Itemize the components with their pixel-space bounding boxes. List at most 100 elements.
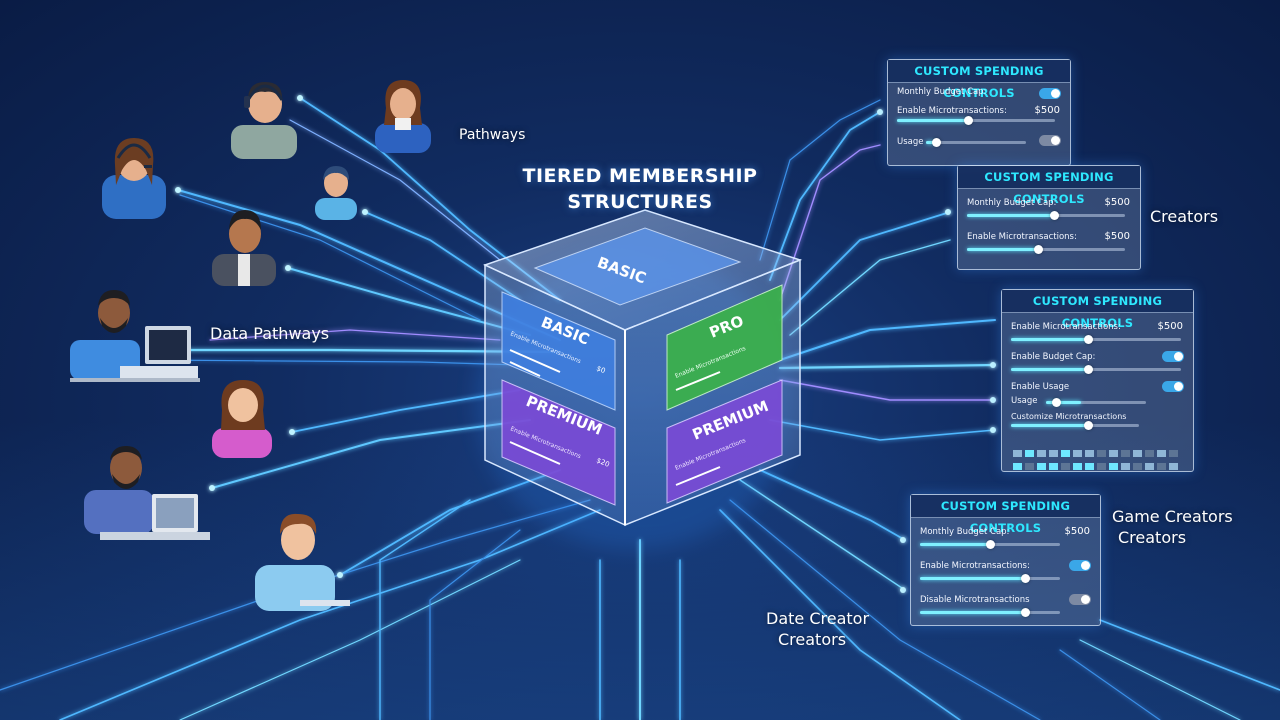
label-date-creator: Date Creator — [766, 609, 870, 628]
slider-fill — [920, 543, 990, 546]
trace-line — [779, 379, 996, 401]
microtransactions-slider[interactable] — [967, 245, 1125, 254]
label-game-creators: Game Creators — [1112, 507, 1233, 526]
node-dot — [175, 187, 181, 193]
usage-grid-row — [1013, 444, 1181, 457]
card-basic — [501, 291, 616, 411]
node-dot — [289, 429, 295, 435]
slider-knob[interactable] — [1034, 245, 1044, 254]
slider-knob[interactable] — [986, 540, 995, 549]
title-line-2: STRUCTURES — [567, 191, 713, 213]
label-game-creators-2: Creators — [1118, 528, 1187, 547]
microtransactions-slider[interactable] — [897, 116, 1055, 125]
grid-cell — [1049, 450, 1058, 457]
grid-cell — [1037, 463, 1046, 470]
node-dot — [900, 537, 906, 543]
person-woman-pink-icon — [212, 380, 272, 458]
usage-toggle[interactable] — [1162, 381, 1184, 392]
control-label: Disable Microtransactions — [920, 595, 1030, 605]
microtransactions-slider[interactable] — [920, 574, 1060, 583]
slider-knob[interactable] — [1021, 608, 1030, 617]
usage-slider[interactable] — [926, 138, 1026, 147]
trace-line — [429, 529, 521, 720]
usage-grid-row — [1013, 457, 1181, 470]
trace-line — [149, 359, 521, 366]
slider-fill — [926, 141, 936, 144]
slider-fill — [920, 611, 1025, 614]
grid-cell — [1109, 463, 1118, 470]
control-label: Enable Microtransactions: — [967, 232, 1077, 242]
control-row: Usage — [888, 129, 1070, 155]
trace-line — [59, 509, 601, 720]
slider-knob[interactable] — [1052, 398, 1061, 407]
control-row: Monthly Budget Cap: $500 — [958, 195, 1140, 229]
grid-cell — [1061, 450, 1070, 457]
person-developer-computer-icon — [70, 290, 200, 382]
control-row: Enable Budget Cap: — [1002, 349, 1193, 379]
node-dot — [285, 265, 291, 271]
slider-knob[interactable] — [1083, 335, 1093, 344]
slider-knob[interactable] — [932, 138, 941, 147]
usage-toggle[interactable] — [1039, 135, 1061, 146]
card-premium-left — [501, 379, 616, 506]
label-creators: Creators — [1150, 207, 1219, 226]
node-dot — [990, 427, 996, 433]
spending-controls-panel-3: CUSTOM SPENDING CONTROLS Enable Microtra… — [1001, 289, 1194, 472]
microtransactions-slider[interactable] — [1011, 335, 1181, 344]
node-dot — [209, 485, 215, 491]
budget-cap-slider[interactable] — [967, 211, 1125, 220]
panel-heading: CUSTOM SPENDING CONTROLS — [888, 60, 1070, 100]
trace-line — [158, 348, 562, 354]
person-boy-icon — [315, 166, 357, 220]
trace-line — [739, 479, 906, 591]
trace-line — [1059, 649, 1161, 720]
slider-knob[interactable] — [964, 116, 974, 125]
budget-cap-toggle[interactable] — [1039, 88, 1061, 99]
top-card-basic — [533, 227, 742, 306]
node-dot — [945, 209, 951, 215]
person-man-hoodie-computer-icon — [84, 446, 210, 540]
trace-line — [379, 499, 471, 720]
grid-cell — [1109, 450, 1118, 457]
slider-fill — [967, 248, 1039, 251]
trace-line — [759, 469, 906, 541]
trace-line — [1079, 639, 1241, 720]
slider-knob[interactable] — [1049, 211, 1059, 220]
control-value: $500 — [1157, 321, 1183, 332]
grid-cell — [1133, 463, 1142, 470]
microtransactions-toggle[interactable] — [1069, 560, 1091, 571]
usage-slider[interactable] — [1046, 398, 1146, 407]
budget-cap-slider[interactable] — [1011, 365, 1181, 374]
control-row: Monthly Budget Cap: — [888, 83, 1070, 103]
person-man-lightblue-icon — [255, 513, 350, 611]
control-value: $500 — [1104, 197, 1130, 208]
grid-cell — [1025, 450, 1034, 457]
budget-cap-toggle[interactable] — [1162, 351, 1184, 362]
trace-line — [179, 559, 521, 720]
disable-microtransactions-toggle[interactable] — [1069, 594, 1091, 605]
control-label: Enable Usage — [1011, 382, 1070, 392]
grid-cell — [1061, 463, 1070, 470]
control-row: Enable Usage — [1002, 379, 1193, 393]
slider-knob[interactable] — [1083, 421, 1093, 430]
slider-knob[interactable] — [1021, 574, 1030, 583]
trace-line — [719, 509, 961, 720]
control-label: Usage — [1011, 396, 1038, 406]
disable-slider[interactable] — [920, 608, 1060, 617]
trace-line — [779, 319, 996, 361]
trace-line — [179, 194, 481, 321]
slider-fill — [897, 119, 969, 122]
person-woman-blue-icon — [375, 80, 431, 153]
grid-cell — [1085, 450, 1094, 457]
label-data-pathways: Data Pathways — [210, 324, 330, 343]
slider-knob[interactable] — [1083, 365, 1093, 374]
spending-controls-panel-1: CUSTOM SPENDING CONTROLS Monthly Budget … — [887, 59, 1071, 166]
grid-cell — [1037, 450, 1046, 457]
control-row: Enable Microtransactions: $500 — [958, 229, 1140, 263]
card-premium-slider — [509, 441, 561, 465]
node-dot — [337, 572, 343, 578]
control-row: Usage — [1002, 393, 1193, 411]
customize-slider[interactable] — [1011, 421, 1139, 430]
budget-cap-slider[interactable] — [920, 540, 1060, 549]
